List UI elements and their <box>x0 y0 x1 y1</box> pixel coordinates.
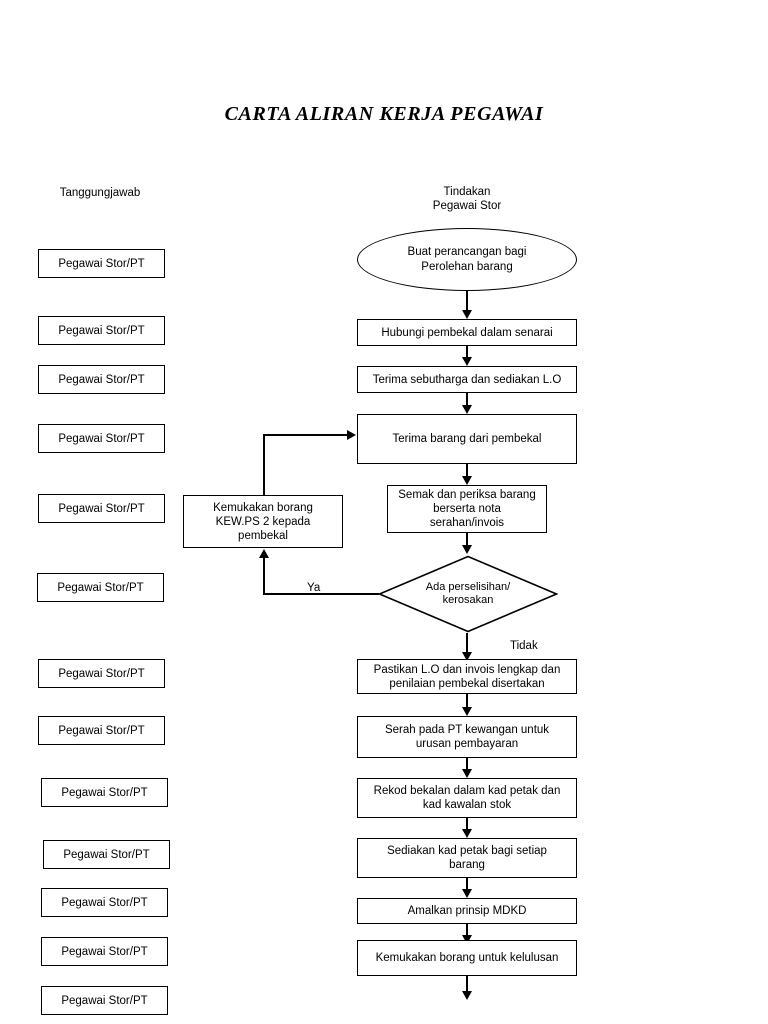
flow-node-step3[interactable]: Terima barang dari pembekal <box>357 414 577 464</box>
arrowhead-decision-no <box>462 652 472 661</box>
column-header-action: Tindakan Pegawai Stor <box>432 186 502 212</box>
page-title: CARTA ALIRAN KERJA PEGAWAI <box>224 103 544 125</box>
arrowhead-rework-into-step3 <box>347 430 356 440</box>
responsibility-box-3[interactable]: Pegawai Stor/PT <box>38 365 165 394</box>
flow-node-decision[interactable]: Ada perselisihan/ kerosakan <box>378 555 558 633</box>
arrowhead-step3-to-step4 <box>462 476 472 485</box>
responsibility-box-5[interactable]: Pegawai Stor/PT <box>38 494 165 523</box>
arrowhead-step6-to-step7 <box>462 769 472 778</box>
responsibility-box-2[interactable]: Pegawai Stor/PT <box>38 316 165 345</box>
arrowhead-step10-continues <box>462 991 472 1000</box>
flow-node-step10[interactable]: Kemukakan borang untuk kelulusan <box>357 940 577 976</box>
connector-step9-to-step10 <box>466 924 468 937</box>
flow-node-step8[interactable]: Sediakan kad petak bagi setiap barang <box>357 838 577 878</box>
responsibility-box-10[interactable]: Pegawai Stor/PT <box>43 840 170 869</box>
connector-step6-to-step7 <box>466 758 468 771</box>
edge-label-no: Tidak <box>510 640 538 652</box>
flow-node-step6[interactable]: Serah pada PT kewangan untuk urusan pemb… <box>357 716 577 758</box>
connector-decision-yes-vertical <box>263 558 265 594</box>
flow-node-rework[interactable]: Kemukakan borang KEW.PS 2 kepada pembeka… <box>183 495 343 548</box>
responsibility-box-1[interactable]: Pegawai Stor/PT <box>38 249 165 278</box>
flow-node-step9[interactable]: Amalkan prinsip MDKD <box>357 898 577 924</box>
flow-node-start[interactable]: Buat perancangan bagi Perolehan barang <box>357 228 577 291</box>
responsibility-box-12[interactable]: Pegawai Stor/PT <box>41 937 168 966</box>
connector-step1-to-step2 <box>466 346 468 359</box>
flow-node-decision-label: Ada perselisihan/ kerosakan <box>425 581 511 606</box>
column-header-responsibility: Tanggungjawab <box>59 187 141 199</box>
responsibility-box-9[interactable]: Pegawai Stor/PT <box>41 778 168 807</box>
arrowhead-step4-to-decision <box>462 545 472 554</box>
arrowhead-step1-to-step2 <box>462 357 472 366</box>
connector-step5-to-step6 <box>466 694 468 709</box>
connector-rework-up <box>263 434 265 495</box>
responsibility-box-7[interactable]: Pegawai Stor/PT <box>38 659 165 688</box>
responsibility-box-4[interactable]: Pegawai Stor/PT <box>38 424 165 453</box>
arrowhead-yes-into-rework <box>259 549 269 558</box>
arrowhead-start-to-step1 <box>462 310 472 319</box>
responsibility-box-11[interactable]: Pegawai Stor/PT <box>41 888 168 917</box>
connector-step8-to-step9 <box>466 878 468 891</box>
flow-node-step7[interactable]: Rekod bekalan dalam kad petak dan kad ka… <box>357 778 577 818</box>
flow-node-step1[interactable]: Hubungi pembekal dalam senarai <box>357 319 577 346</box>
responsibility-box-6[interactable]: Pegawai Stor/PT <box>37 573 164 602</box>
responsibility-box-8[interactable]: Pegawai Stor/PT <box>38 716 165 745</box>
diamond-shape <box>378 555 558 633</box>
arrowhead-step5-to-step6 <box>462 707 472 716</box>
arrowhead-step9-to-step10 <box>462 935 472 944</box>
connector-decision-no <box>466 633 468 655</box>
responsibility-box-13[interactable]: Pegawai Stor/PT <box>41 986 168 1015</box>
arrowhead-step7-to-step8 <box>462 829 472 838</box>
connector-step10-continues <box>466 976 468 994</box>
flow-node-step4[interactable]: Semak dan periksa barang berserta nota s… <box>387 485 547 533</box>
connector-step7-to-step8 <box>466 818 468 831</box>
flow-node-step5[interactable]: Pastikan L.O dan invois lengkap dan peni… <box>357 659 577 694</box>
connector-rework-right <box>263 434 348 436</box>
flow-node-step2[interactable]: Terima sebutharga dan sediakan L.O <box>357 366 577 393</box>
connector-decision-yes-horizontal <box>263 593 379 595</box>
arrowhead-step2-to-step3 <box>462 405 472 414</box>
connector-step2-to-step3 <box>466 393 468 407</box>
connector-start-to-step1 <box>466 291 468 312</box>
arrowhead-step8-to-step9 <box>462 889 472 898</box>
edge-label-yes: Ya <box>307 582 321 594</box>
connector-step3-to-step4 <box>466 464 468 479</box>
connector-step4-to-decision <box>466 533 468 548</box>
